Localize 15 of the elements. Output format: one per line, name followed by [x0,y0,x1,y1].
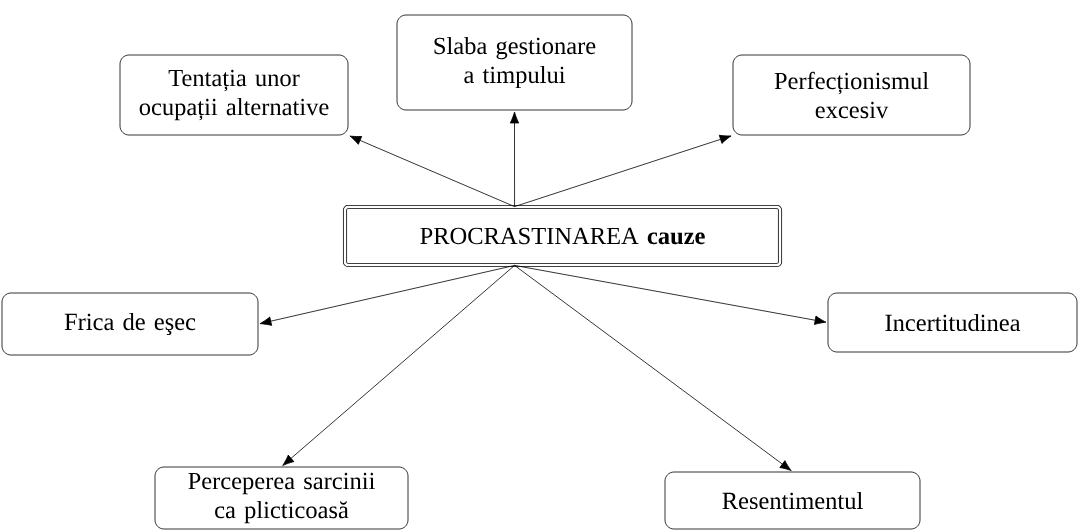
title-box: PROCRASTINAREA cauze [342,204,783,268]
cause-box: Resentimentul [664,471,921,530]
arrow [509,111,520,207]
arrow [514,265,792,472]
arrow [282,265,515,466]
cause-box: Incertitudinea [827,292,1078,353]
arrow [514,265,827,325]
cause-box: Perfecționismul excesiv [732,54,971,136]
arrow [259,265,515,326]
arrow [514,134,732,207]
cause-box: Perceperea sarcinii ca plicticoasă [154,466,409,530]
cause-box: Slaba gestionare a timpului [396,14,633,111]
cause-box: Tentația unor ocupații alternative [119,54,349,136]
cause-box: Frica de eşec [1,292,259,356]
arrow [349,135,515,207]
